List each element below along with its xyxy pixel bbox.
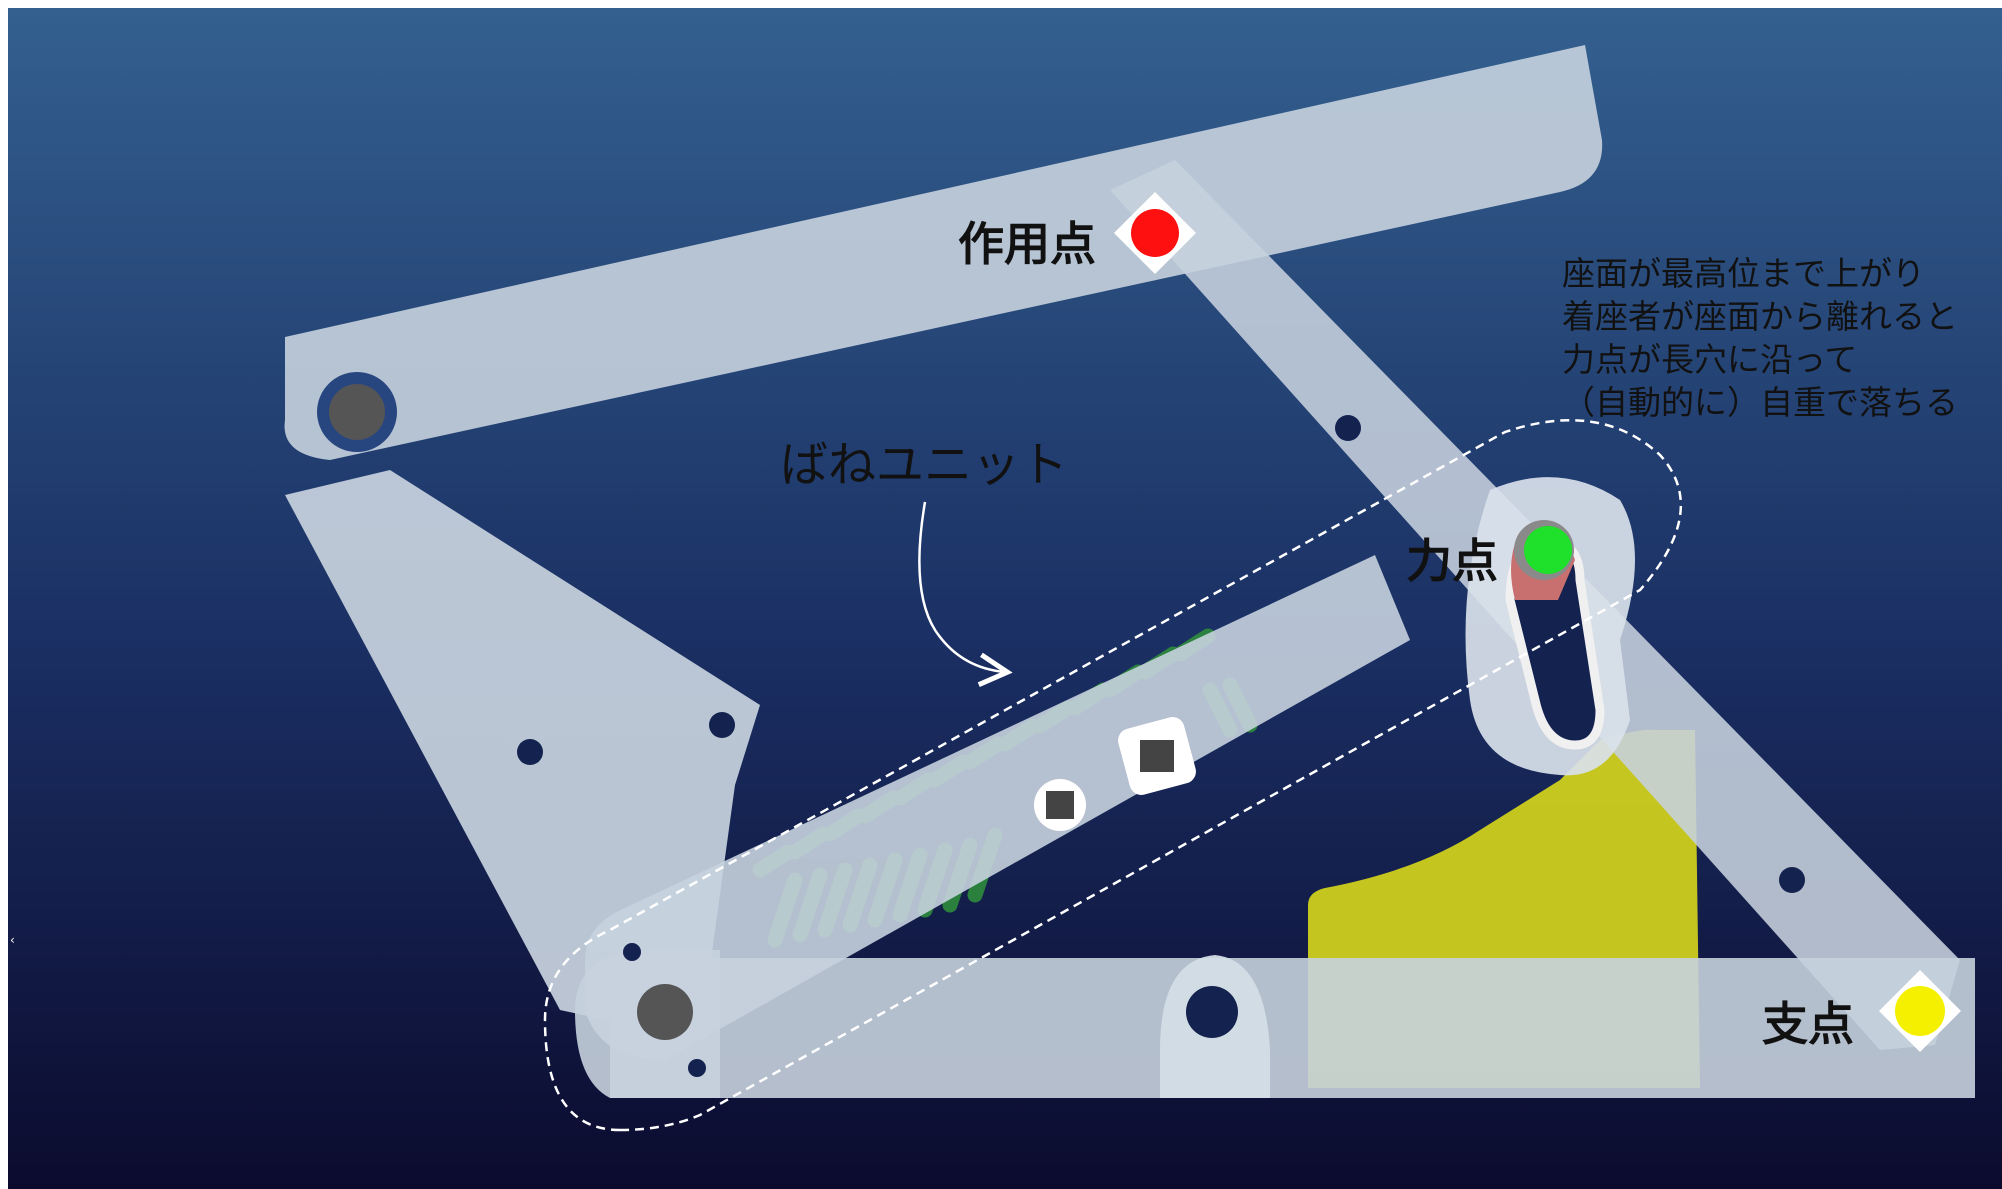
left-edge-mark: ‹ — [10, 933, 15, 947]
note-line: （自動的に）自重で落ちる — [1562, 383, 1958, 422]
note-line: 座面が最高位まで上がり — [1562, 254, 1925, 293]
fulcrum-label: 支点 — [1762, 997, 1854, 1051]
spring-unit-outline — [543, 418, 1682, 1132]
base-bar — [610, 958, 1975, 1098]
note-line: 力点が長穴に沿って — [1562, 340, 1858, 379]
action-point-label: 作用点 — [958, 217, 1096, 271]
seat-link — [284, 45, 1603, 460]
pivot-pin — [317, 372, 693, 1040]
note-line: 着座者が座面から離れると — [1562, 297, 1958, 336]
square-slot — [1034, 717, 1196, 831]
fulcrum-marker — [1878, 969, 1962, 1053]
spring-unit-label: ばねユニット — [780, 437, 1069, 493]
curved-arrow — [918, 501, 1005, 672]
spring-unit-body — [585, 555, 1410, 1060]
effort-point-marker — [1514, 520, 1574, 580]
effort-point-label: 力点 — [1406, 534, 1498, 588]
explanation-note: 座面が最高位まで上がり 着座者が座面から離れると 力点が長穴に沿って （自動的に… — [1562, 252, 1958, 424]
small-holes — [517, 415, 1805, 1077]
